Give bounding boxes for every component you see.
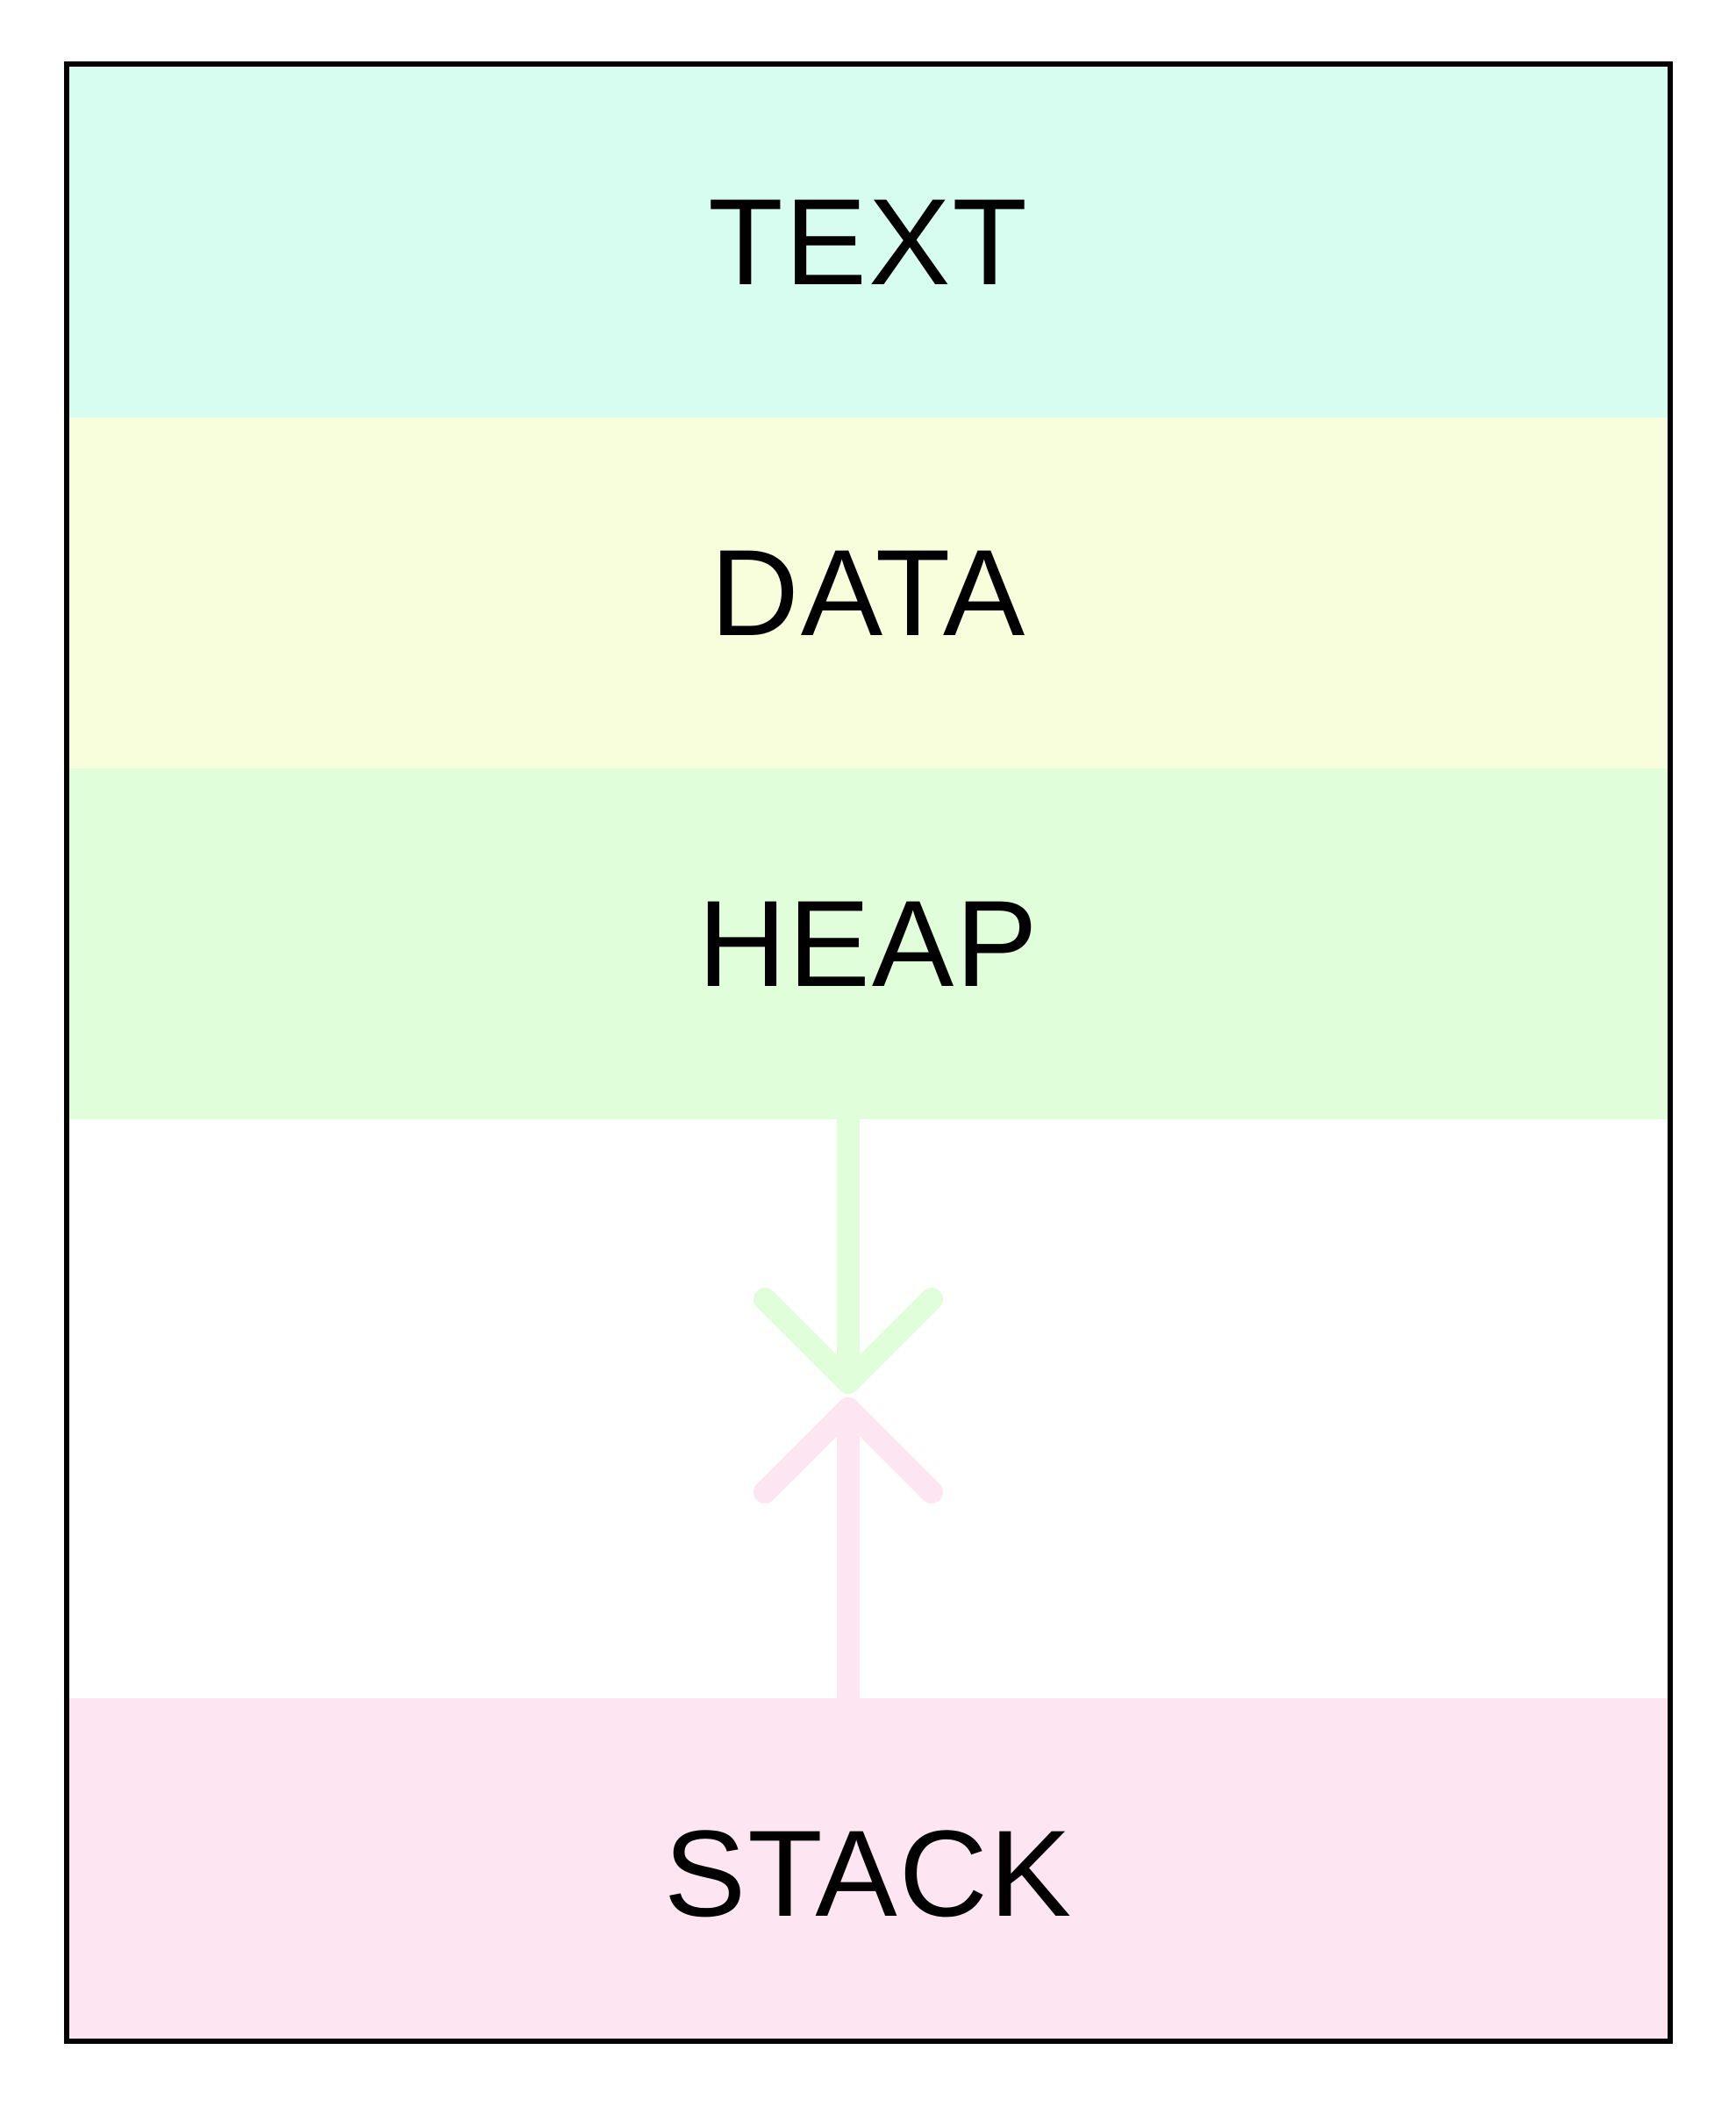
segment-text-label: TEXT bbox=[708, 173, 1029, 311]
segment-free-space bbox=[69, 1119, 1668, 1698]
segment-text: TEXT bbox=[69, 67, 1668, 418]
segment-data-label: DATA bbox=[710, 524, 1027, 661]
memory-layout-diagram: TEXT DATA HEAP STACK bbox=[64, 61, 1673, 2044]
segment-heap-label: HEAP bbox=[697, 875, 1039, 1012]
segment-stack-label: STACK bbox=[663, 1804, 1074, 1942]
segment-stack: STACK bbox=[69, 1698, 1668, 2039]
segment-data: DATA bbox=[69, 418, 1668, 768]
segment-heap: HEAP bbox=[69, 768, 1668, 1119]
